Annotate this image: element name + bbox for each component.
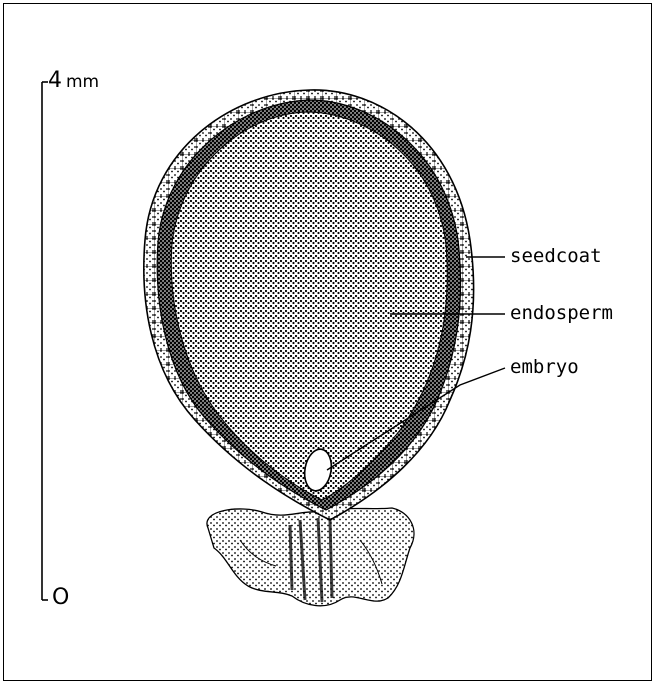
scale-top-value: 4 bbox=[48, 68, 62, 93]
seed-base-stalk bbox=[207, 508, 414, 606]
label-embryo: embryo bbox=[510, 358, 579, 377]
scale-bar bbox=[42, 82, 48, 600]
scale-bottom-label: O bbox=[52, 585, 69, 610]
scale-top-unit: mm bbox=[66, 72, 99, 92]
label-seedcoat: seedcoat bbox=[510, 247, 602, 266]
label-endosperm: endosperm bbox=[510, 304, 613, 323]
